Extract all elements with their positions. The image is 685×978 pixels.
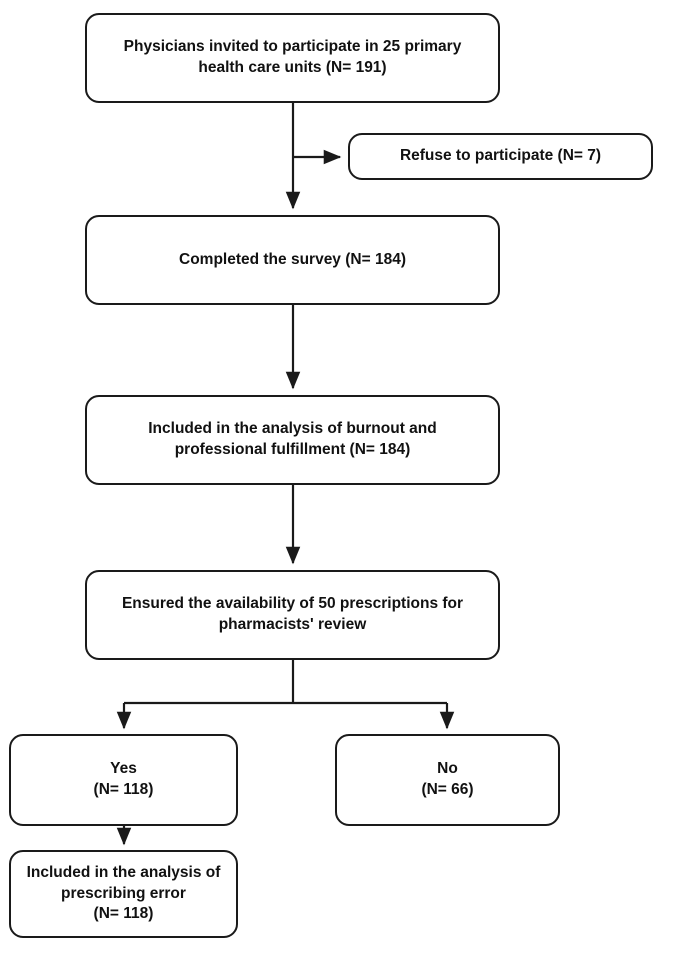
node-completed-survey: Completed the survey (N= 184) [85,215,500,305]
node-yes-branch: Yes (N= 118) [9,734,238,826]
node-physicians-invited: Physicians invited to participate in 25 … [85,13,500,103]
node-yes-branch-label: Yes (N= 118) [93,760,154,798]
node-prescribing-error-analysis: Included in the analysis of prescribing … [9,850,238,938]
node-no-branch: No (N= 66) [335,734,560,826]
node-no-branch-label: No (N= 66) [421,760,474,798]
node-completed-survey-label: Completed the survey (N= 184) [179,250,406,268]
node-refuse-to-participate: Refuse to participate (N= 7) [348,133,653,180]
node-prescribing-error-analysis-label: Included in the analysis of prescribing … [26,863,221,923]
node-burnout-analysis: Included in the analysis of burnout and … [85,395,500,485]
node-burnout-analysis-label: Included in the analysis of burnout and … [148,420,437,458]
node-prescription-availability-label: Ensured the availability of 50 prescript… [121,595,464,633]
node-physicians-invited-label: Physicians invited to participate in 25 … [123,38,462,76]
node-prescription-availability: Ensured the availability of 50 prescript… [85,570,500,660]
node-refuse-to-participate-label: Refuse to participate (N= 7) [399,147,602,165]
